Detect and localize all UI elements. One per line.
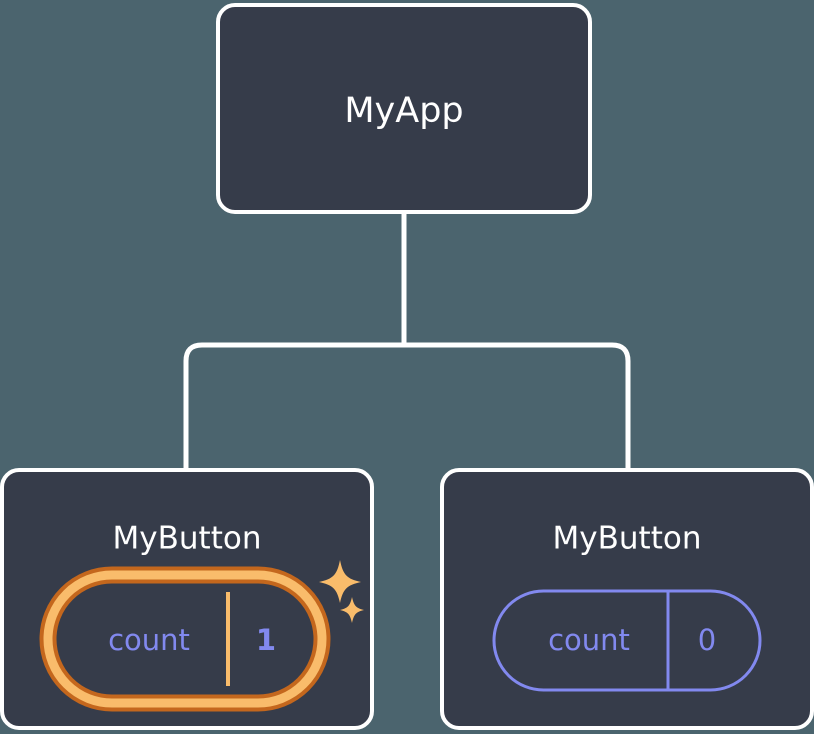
- state-pill-left-border: [43, 570, 327, 708]
- node-mybutton-left-label: MyButton: [113, 521, 262, 557]
- node-mybutton-right[interactable]: MyButton count 0: [440, 468, 814, 730]
- connector-group: [183, 212, 631, 470]
- state-pill-right-value: 0: [698, 623, 716, 657]
- node-mybutton-right-box: [440, 468, 814, 730]
- sparkle-small-icon: [340, 597, 364, 623]
- node-myapp[interactable]: MyApp: [216, 3, 592, 214]
- connector-bus: [183, 342, 631, 470]
- node-mybutton-left[interactable]: MyButton count 1: [0, 468, 374, 730]
- state-pill-right-border: [492, 589, 762, 692]
- state-pill-right-key: count: [548, 623, 630, 657]
- state-pill-left-key: count: [108, 623, 190, 657]
- sparkle-group: [319, 560, 364, 623]
- state-pill-left-value: 1: [256, 623, 276, 657]
- state-pill-left[interactable]: count 1: [39, 566, 331, 712]
- node-myapp-label: MyApp: [344, 91, 463, 131]
- state-pill-right[interactable]: count 0: [492, 589, 762, 692]
- sparkle-large-icon: [319, 560, 361, 603]
- node-mybutton-left-box: [0, 468, 374, 730]
- node-mybutton-right-label: MyButton: [553, 521, 702, 557]
- node-myapp-box: [216, 3, 592, 214]
